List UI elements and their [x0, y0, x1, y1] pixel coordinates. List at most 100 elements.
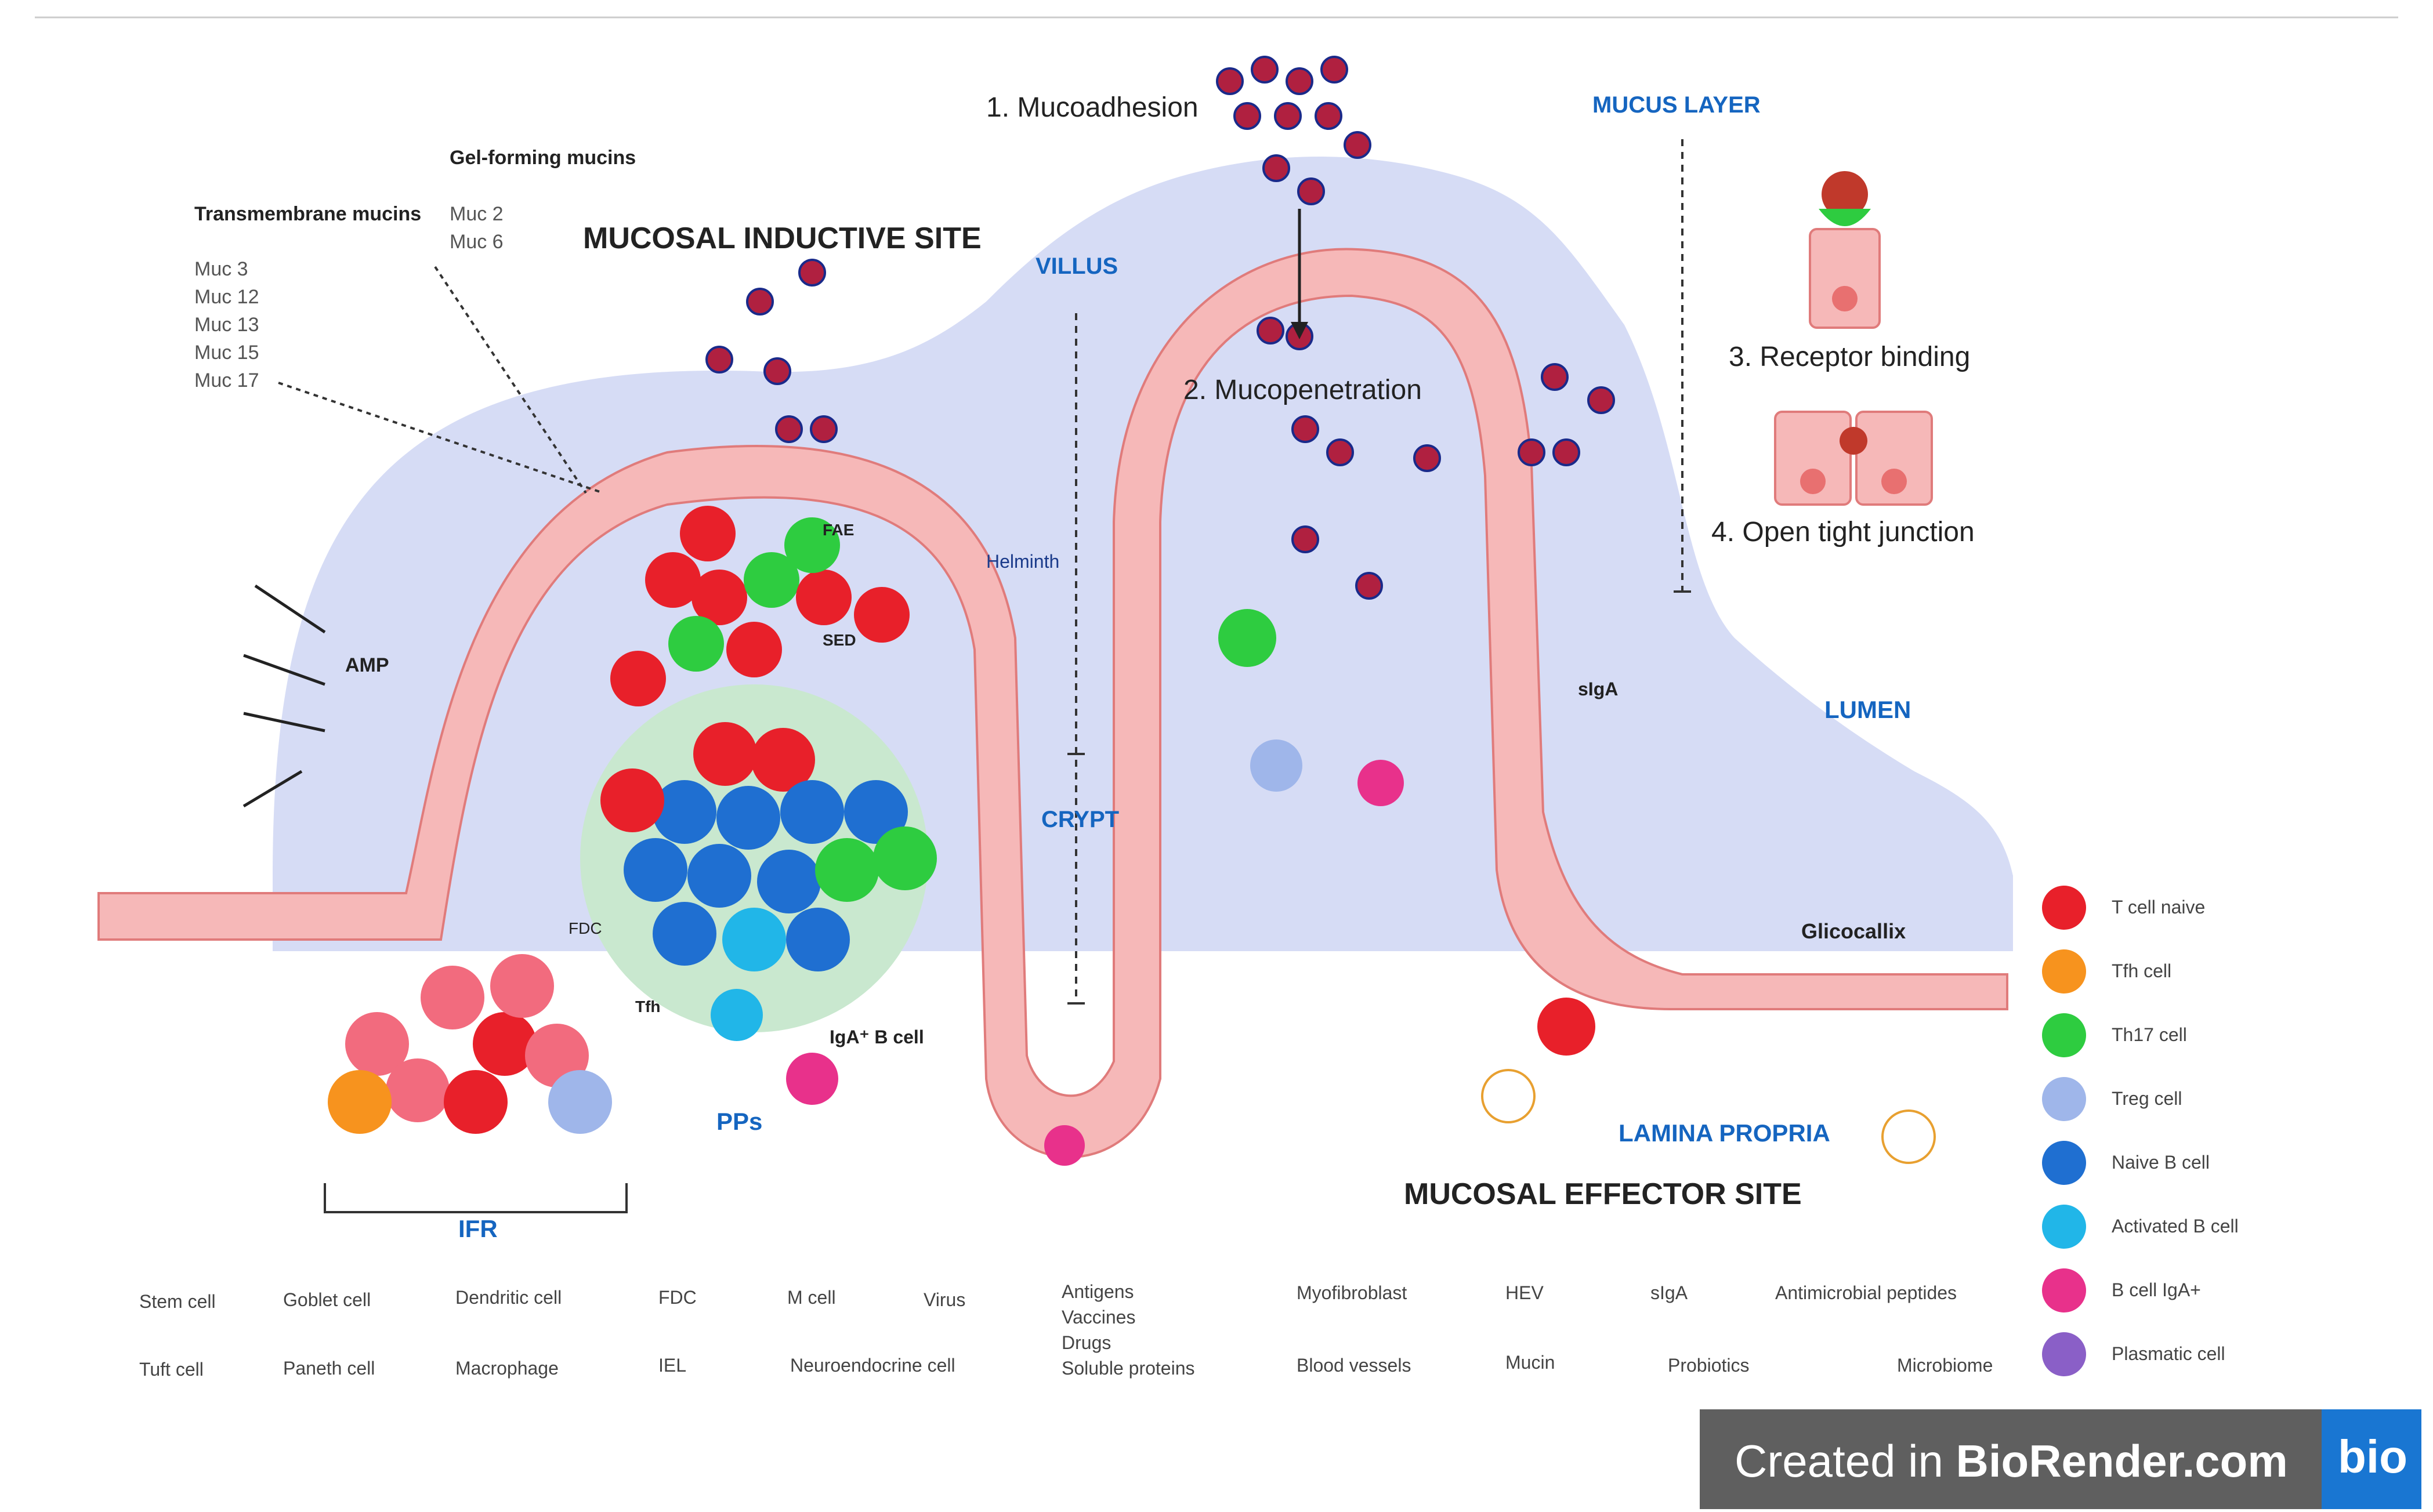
legend-siga: sIgA: [1650, 1282, 1688, 1303]
tight-junction-cell-right: [1855, 411, 1933, 506]
crypt-label: CRYPT: [1041, 807, 1120, 832]
antigen-particle: [1274, 102, 1302, 130]
glicocallix-label: Glicocallix: [1801, 919, 1906, 943]
ifr-label: IFR: [458, 1215, 498, 1242]
sed-immune-cell: [668, 616, 724, 672]
step-open-tight-junction: 4. Open tight junction: [1711, 517, 1975, 547]
antigen-particle: [1297, 177, 1325, 205]
antigen-particle: [1587, 386, 1615, 414]
follicle-cell: [600, 768, 664, 832]
legend-swatch: [2042, 1332, 2086, 1376]
ifr-immune-cell: [444, 1070, 508, 1134]
follicle-cell: [716, 786, 780, 850]
legend-cell-label: Naive B cell: [2112, 1152, 2210, 1173]
legend-swatch: [2042, 1077, 2086, 1121]
legend-cell-label: Treg cell: [2112, 1088, 2182, 1109]
ifr-immune-cell: [421, 966, 484, 1029]
antigen-particle: [1413, 444, 1441, 472]
legend-cell-label: Th17 cell: [2112, 1024, 2187, 1045]
lumen-label: LUMEN: [1824, 696, 1911, 723]
muc3: Muc 3: [194, 258, 248, 280]
antigen-particle: [763, 357, 791, 385]
sed-label: SED: [823, 631, 856, 649]
legend-probiotics: Probiotics: [1668, 1355, 1750, 1376]
legend-antigens: Antigens: [1062, 1281, 1134, 1302]
legend-virus: Virus: [924, 1289, 966, 1310]
antigen-particle: [746, 288, 774, 316]
legend-cell-label: T cell naive: [2112, 897, 2206, 918]
follicle-cell: [844, 780, 908, 844]
mucosal-effector-site-label: MUCOSAL EFFECTOR SITE: [1404, 1177, 1802, 1211]
biorender-logo-text: bio: [2338, 1431, 2407, 1482]
sed-immune-cell: [691, 570, 747, 625]
tight-junction-cell-left: [1774, 411, 1852, 506]
antigen-particle: [1518, 438, 1545, 466]
follicle-cell: [751, 728, 815, 792]
antigen-particle: [1291, 525, 1319, 553]
antigen-particle: [1216, 67, 1244, 95]
biorender-watermark: Created in BioRender.com bio: [1700, 1409, 2421, 1509]
follicle-cell: [653, 902, 716, 966]
follicle-cell: [624, 838, 687, 902]
hev-vessel: [1481, 1069, 1536, 1123]
lamina-propria-th17-cell: [1218, 609, 1276, 667]
legend-swatch: [2042, 1205, 2086, 1249]
antigen-particle: [1320, 56, 1348, 84]
sed-immune-cell: [784, 517, 840, 573]
legend-swatch: [2042, 1013, 2086, 1057]
sed-immune-cell: [610, 651, 666, 706]
legend-cell-label: Tfh cell: [2112, 960, 2172, 981]
iga-b-cell-label: IgA⁺ B cell: [830, 1027, 924, 1047]
legend-hev: HEV: [1505, 1282, 1544, 1303]
legend-amp: Antimicrobial peptides: [1775, 1282, 1957, 1303]
ifr-immune-cell: [345, 1012, 409, 1076]
follicle-cell: [653, 780, 716, 844]
step-mucopenetration: 2. Mucopenetration: [1183, 375, 1422, 405]
activated-b-cell: [711, 989, 763, 1041]
helminth-label: Helminth: [986, 551, 1060, 572]
lamina-propria-t-cell: [1537, 998, 1595, 1056]
fdc-label: FDC: [569, 919, 602, 937]
legend-cell-label: B cell IgA+: [2112, 1279, 2201, 1300]
tfh-label: Tfh: [635, 998, 661, 1016]
legend-neuroendocrine: Neuroendocrine cell: [790, 1355, 955, 1376]
legend-cell-label: Activated B cell: [2112, 1216, 2239, 1237]
step-mucoadhesion: 1. Mucoadhesion: [986, 92, 1199, 123]
fae-label: FAE: [823, 521, 855, 539]
legend-swatch: [2042, 1141, 2086, 1185]
sed-immune-cell: [680, 506, 736, 561]
gel-forming-mucins-title: Gel-forming mucins: [450, 147, 636, 169]
sed-immune-cell: [645, 552, 701, 608]
sed-immune-cell: [726, 622, 782, 677]
ifr-immune-cell: [473, 1012, 537, 1076]
transmembrane-mucins-title: Transmembrane mucins: [194, 203, 422, 225]
muc13: Muc 13: [194, 314, 259, 336]
legend-drugs: Drugs: [1062, 1332, 1111, 1353]
antigen-particle: [1257, 317, 1284, 345]
antigen-particle: [1326, 438, 1354, 466]
sed-immune-cell: [796, 570, 852, 625]
follicle-cell: [693, 722, 757, 786]
lamina-propria-label: LAMINA PROPRIA: [1619, 1119, 1830, 1147]
ifr-bracket: [324, 1183, 628, 1213]
legend-blood-vessels: Blood vessels: [1297, 1355, 1411, 1376]
legend-stem: Stem cell: [139, 1291, 216, 1312]
watermark-text: Created in BioRender.com: [1735, 1435, 2288, 1486]
follicle-cell: [873, 826, 937, 890]
muc17: Muc 17: [194, 369, 259, 391]
legend-microbiome: Microbiome: [1897, 1355, 1993, 1376]
follicle-cell: [815, 838, 879, 902]
antigen-particle: [1541, 363, 1569, 391]
receptor-binding-cell: [1809, 228, 1881, 329]
antigen-particle: [775, 415, 803, 443]
lamina-propria-treg-cell: [1250, 739, 1302, 792]
ifr-immune-cell: [386, 1058, 450, 1122]
legend-swatch: [2042, 949, 2086, 994]
legend-cell-label: Plasmatic cell: [2112, 1343, 2225, 1364]
legend-mucin: Mucin: [1505, 1352, 1555, 1373]
iga-b-cell: [786, 1053, 838, 1105]
muc12: Muc 12: [194, 286, 259, 308]
legend-vaccines: Vaccines: [1062, 1307, 1136, 1328]
epithelium-left: [97, 248, 2008, 1159]
